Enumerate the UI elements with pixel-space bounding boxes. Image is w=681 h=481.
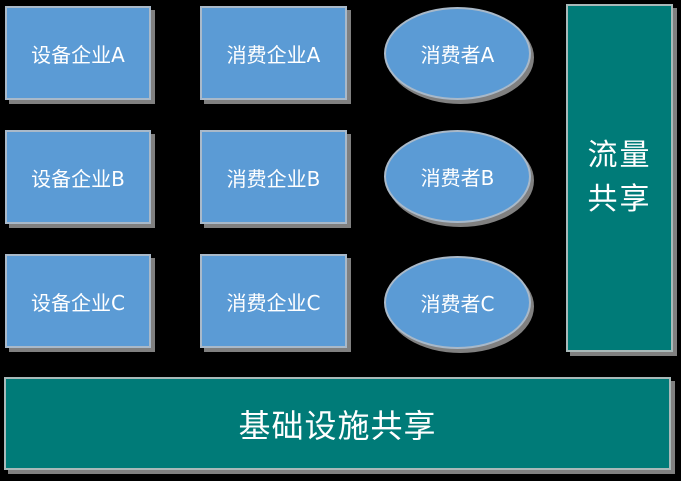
infrastructure-sharing-box: 基础设施共享 bbox=[4, 377, 671, 470]
node-label: 消费者B bbox=[420, 166, 495, 190]
node-label: 消费企业C bbox=[226, 290, 321, 315]
node-label: 设备企业B bbox=[31, 166, 125, 191]
equipment-company-b: 设备企业B bbox=[5, 130, 151, 224]
consumer-company-b: 消费企业B bbox=[200, 130, 347, 224]
equipment-company-c: 设备企业C bbox=[5, 254, 151, 348]
consumer-company-c: 消费企业C bbox=[200, 254, 347, 348]
node-label: 设备企业A bbox=[31, 42, 125, 67]
consumer-b: 消费者B bbox=[384, 130, 531, 223]
consumer-company-a: 消费企业A bbox=[200, 6, 347, 100]
traffic-sharing-label-line2: 共享 bbox=[587, 182, 652, 217]
node-label: 设备企业C bbox=[31, 290, 125, 315]
equipment-company-a: 设备企业A bbox=[5, 6, 151, 100]
node-label: 消费企业B bbox=[226, 166, 321, 191]
traffic-sharing-label-line1: 流量 bbox=[587, 138, 652, 173]
traffic-sharing-box: 流量 共享 bbox=[566, 4, 673, 352]
node-label: 消费者C bbox=[420, 292, 495, 316]
consumer-a: 消费者A bbox=[384, 7, 531, 100]
infrastructure-sharing-label: 基础设施共享 bbox=[238, 406, 437, 445]
node-label: 消费企业A bbox=[226, 42, 321, 67]
consumer-c: 消费者C bbox=[384, 256, 531, 349]
node-label: 消费者A bbox=[420, 43, 495, 67]
